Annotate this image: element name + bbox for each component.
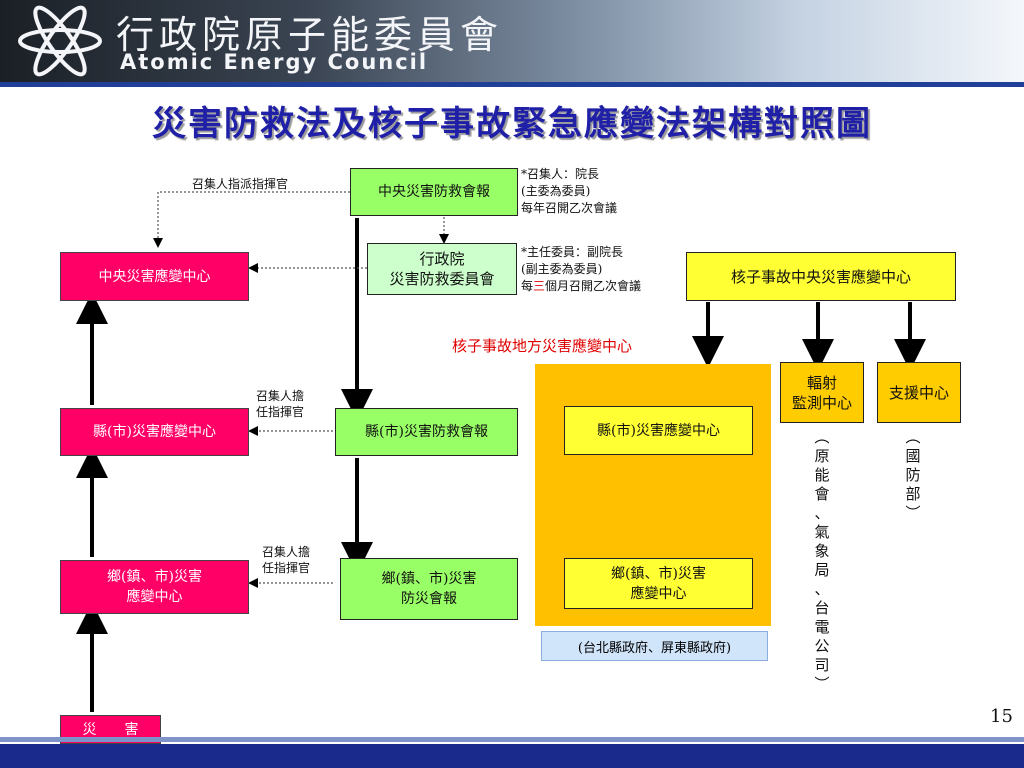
central-note-convener: *召集人：院長 — [521, 167, 600, 181]
exec-note-chair: *主任委員：副院長 — [521, 245, 624, 259]
support-orgs-label: ︵ 國 防 部 ︶ — [905, 428, 921, 522]
nuclear-central-response-center: 核子事故中央災害應變中心 — [686, 252, 956, 301]
central-disaster-meeting: 中央災害防救會報 — [350, 168, 518, 216]
convener-serve-label-township: 召集人擔 任指揮官 — [262, 545, 311, 575]
footer-rule — [0, 737, 1024, 742]
township-response-center: 鄉(鎮、市)災害 應變中心 — [60, 560, 249, 614]
nuclear-local-response-label: 核子事故地方災害應變中心 — [452, 337, 633, 355]
atom-logo-icon — [18, 5, 102, 77]
township-disaster-meeting: 鄉(鎮、市)災害 防災會報 — [340, 558, 518, 620]
exec-note-members: (副主委為委員) — [521, 262, 603, 276]
local-county-response-center: 縣(市)災害應變中心 — [564, 406, 753, 455]
radiation-orgs-label: ︵ 原 能 會 、 氣 象 局 、 台 電 公 司 ︶ — [814, 428, 830, 693]
header-banner — [0, 0, 1024, 82]
convener-assign-label: 召集人指派指揮官 — [192, 177, 289, 191]
central-note-frequency: 每年召開乙次會議 — [521, 201, 618, 215]
local-township-response-center: 鄉(鎮、市)災害 應變中心 — [564, 558, 753, 609]
header-rule — [0, 82, 1024, 87]
county-disaster-meeting: 縣(市)災害防救會報 — [335, 408, 518, 456]
central-note-members: (主委為委員) — [521, 184, 591, 198]
org-name-chinese: 行政院原子能委員會 — [116, 13, 504, 57]
support-center: 支援中心 — [877, 362, 961, 423]
page-title: 災害防救法及核子事故緊急應變法架構對照圖 — [152, 104, 872, 144]
page-number: 15 — [990, 706, 1013, 727]
central-response-center: 中央災害應變中心 — [60, 252, 249, 301]
radiation-monitoring-center: 輻射 監測中心 — [780, 362, 864, 423]
local-government-note: (台北縣政府、屏東縣政府) — [541, 631, 768, 661]
executive-yuan-committee: 行政院 災害防救委員會 — [367, 243, 517, 295]
county-response-center: 縣(市)災害應變中心 — [60, 408, 249, 456]
org-name-english: Atomic Energy Council — [120, 50, 429, 74]
exec-note-frequency: 每三個月召開乙次會議 — [521, 279, 642, 293]
footer-bar — [0, 744, 1024, 768]
convener-serve-label-county: 召集人擔 任指揮官 — [256, 389, 305, 419]
